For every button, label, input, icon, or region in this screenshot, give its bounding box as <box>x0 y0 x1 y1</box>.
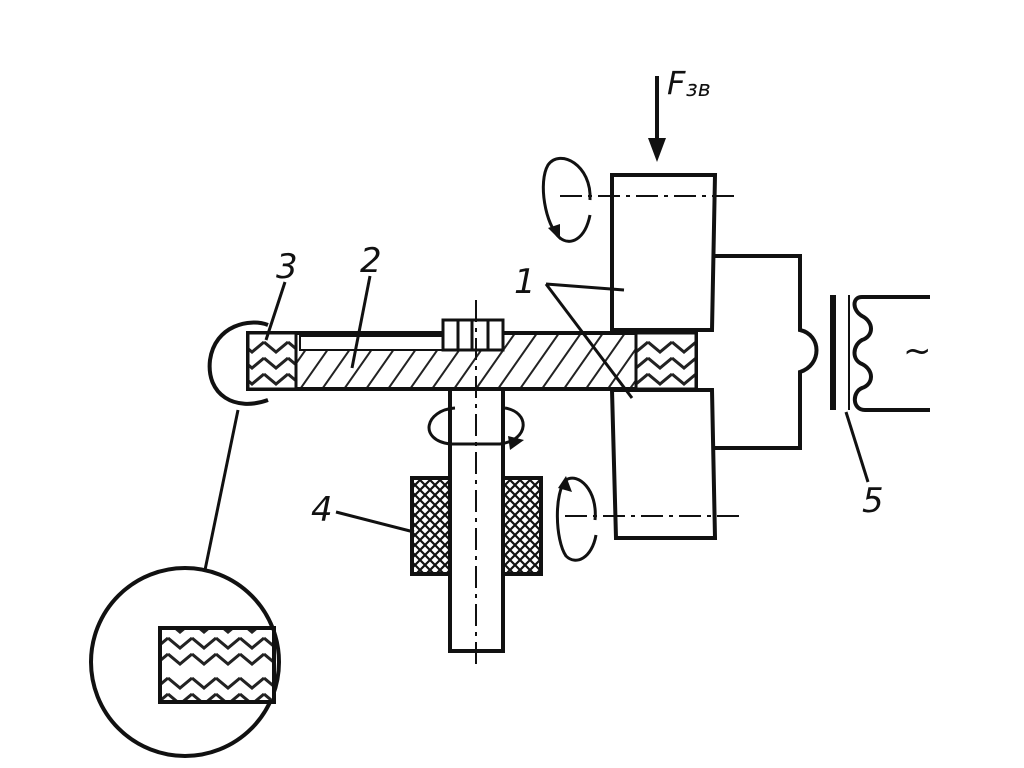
lower-roller-electrode <box>565 388 740 540</box>
label-3-seam: 3 <box>276 247 298 287</box>
electric-circuit <box>712 254 819 450</box>
workpiece-rod <box>246 318 698 391</box>
label-4-drive-roller: 4 <box>311 490 333 530</box>
drive-shaft <box>448 300 505 668</box>
upper-roller-electrode <box>560 173 735 332</box>
seam-detail-magnified <box>89 566 281 758</box>
label-5-transformer: 5 <box>862 481 884 521</box>
force-arrow <box>648 76 666 162</box>
label-1-electrodes: 1 <box>514 262 536 302</box>
transformer <box>830 295 930 412</box>
shaft-rotation-arrow-icon <box>427 406 525 450</box>
drive-roller <box>410 476 543 576</box>
detail-leader-line <box>203 409 240 571</box>
lower-rotation-arrow-icon <box>555 476 598 562</box>
ac-source-symbol: ~ <box>903 331 932 371</box>
leader-lines <box>264 275 870 534</box>
seam-detail-circle-small <box>207 320 269 406</box>
upper-rotation-arrow-icon <box>541 156 592 243</box>
force-symbol-label: F <box>667 64 686 102</box>
force-subscript-label: зв <box>686 77 711 102</box>
label-2-workpiece: 2 <box>360 241 382 281</box>
